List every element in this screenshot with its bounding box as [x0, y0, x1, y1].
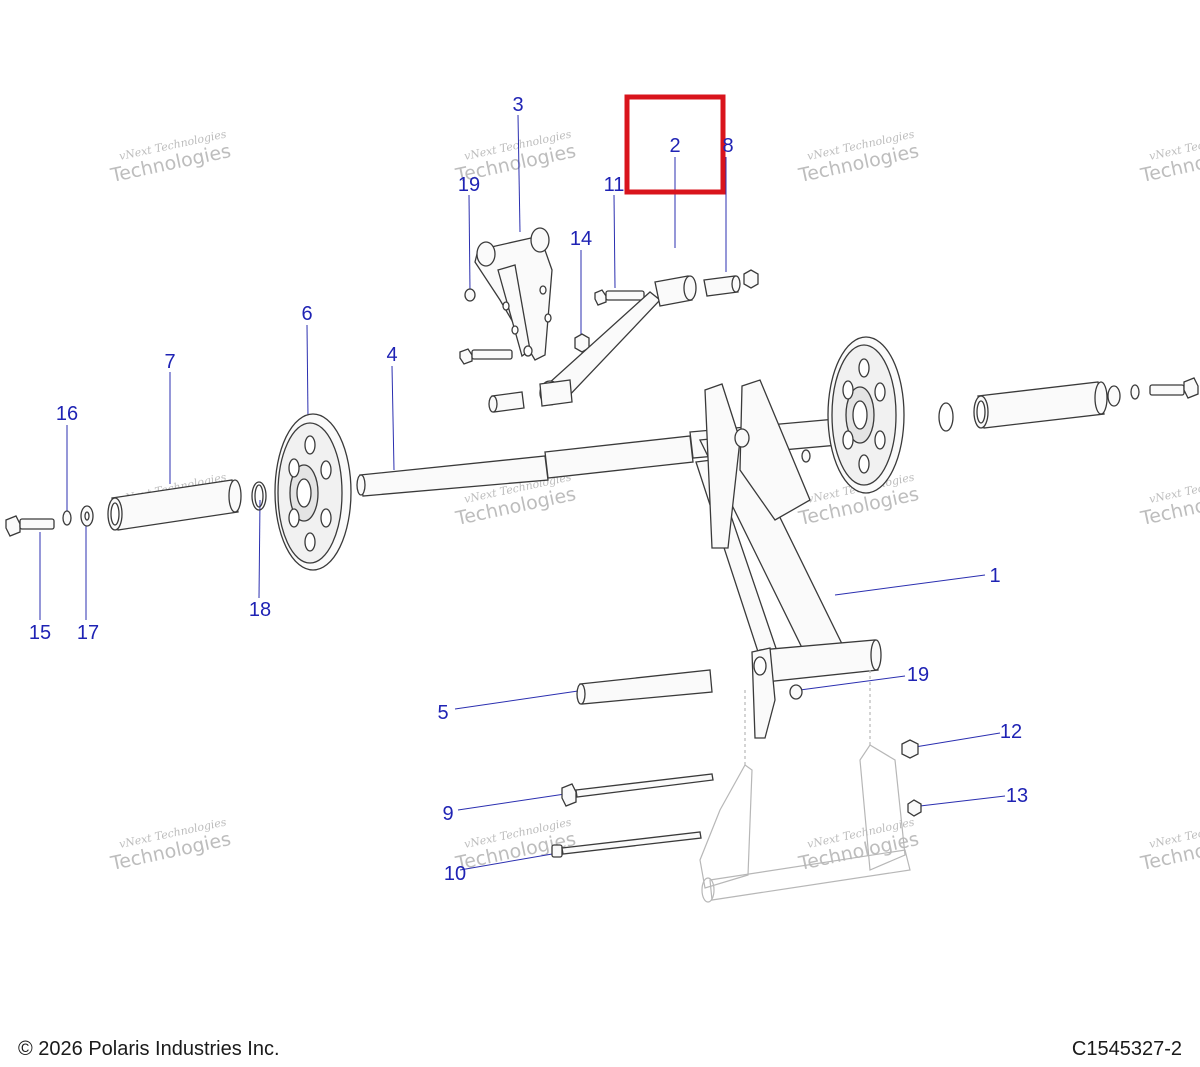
leader-lines — [39, 114, 1006, 871]
part-bolt-15 — [5, 515, 55, 537]
callout-13[interactable]: 13 — [1006, 785, 1028, 807]
part-nut-19-lower — [789, 684, 803, 700]
part-nut-13 — [907, 799, 922, 817]
leader-line-9 — [457, 793, 566, 811]
callout-7[interactable]: 7 — [164, 351, 175, 373]
callout-18[interactable]: 18 — [249, 599, 271, 621]
part-washer-right-small — [1130, 384, 1140, 400]
callout-1[interactable]: 1 — [989, 565, 1000, 587]
leader-line-3 — [517, 114, 521, 233]
part-bolt-11 — [594, 289, 645, 306]
figure-id: C1545327-2 — [1071, 1038, 1182, 1060]
leader-line-13 — [919, 795, 1006, 807]
callout-14[interactable]: 14 — [570, 228, 592, 250]
part-bolt-link — [459, 348, 513, 365]
callout-10[interactable]: 10 — [444, 863, 466, 885]
watermark: vNext Technologies Technologies — [1138, 470, 1200, 530]
part-nut-19-top — [464, 288, 476, 302]
parts — [5, 227, 1199, 903]
part-wheel-6 — [274, 413, 352, 571]
part-washer-16 — [62, 510, 72, 526]
part-pin-tube-5 — [576, 669, 713, 705]
callouts: 1 2 3 8 4 5 6 7 9 10 11 12 13 14 15 16 1… — [29, 94, 1028, 885]
leader-line-19a — [468, 194, 471, 293]
part-bushing-8 — [703, 275, 741, 297]
callout-5[interactable]: 5 — [437, 702, 448, 724]
callout-11[interactable]: 11 — [604, 174, 625, 196]
part-nut-top-right — [743, 269, 759, 289]
leader-line-11 — [613, 194, 616, 289]
callout-17[interactable]: 17 — [77, 622, 99, 644]
watermark: vNext Technologies Technologies — [108, 127, 233, 187]
watermark: vNext Technologies Technologies — [796, 127, 921, 187]
copyright-notice: © 2026 Polaris Industries Inc. — [18, 1038, 280, 1060]
leader-line-10 — [459, 852, 559, 871]
leader-line-5 — [454, 690, 579, 710]
part-frame-outline — [699, 670, 911, 903]
leader-line-18 — [258, 499, 261, 599]
callout-19-top[interactable]: 19 — [458, 174, 480, 196]
part-bolt-right — [1149, 377, 1199, 399]
callout-4[interactable]: 4 — [386, 344, 397, 366]
leader-line-12 — [914, 732, 1001, 748]
leader-line-1 — [834, 574, 986, 596]
callout-19-lower[interactable]: 19 — [907, 664, 929, 686]
leader-line-19b — [799, 675, 906, 691]
callout-8[interactable]: 8 — [722, 135, 733, 157]
highlight-box — [624, 94, 726, 195]
leader-line-4 — [391, 365, 395, 471]
callout-12[interactable]: 12 — [1000, 721, 1022, 743]
part-long-rod-10 — [551, 831, 702, 858]
callout-3[interactable]: 3 — [512, 94, 523, 116]
part-washer-right — [1107, 385, 1121, 407]
part-link-plates-3 — [474, 227, 553, 361]
part-y-arm-2 — [539, 275, 697, 407]
callout-9[interactable]: 9 — [442, 803, 453, 825]
part-bushing-lower — [488, 391, 525, 413]
watermarks: vNext Technologies Technologies vNext Te… — [108, 127, 1200, 875]
leader-line-6 — [306, 324, 309, 419]
watermark: vNext Technologies Technologies — [108, 815, 233, 875]
callout-16[interactable]: 16 — [56, 403, 78, 425]
part-snap-ring-right — [938, 402, 954, 432]
callout-15[interactable]: 15 — [29, 622, 51, 644]
part-spacer-tube-7 — [107, 479, 242, 531]
part-nut-12 — [901, 739, 919, 759]
part-snap-ring-18 — [251, 481, 267, 511]
part-pivot-arm-1 — [695, 379, 882, 739]
watermark: vNext Technologies Technologies — [1138, 815, 1200, 875]
part-long-bolt-9 — [561, 773, 714, 807]
part-spacer-tube-right — [973, 381, 1108, 429]
watermark: vNext Technologies Technologies — [1138, 127, 1200, 187]
callout-6[interactable]: 6 — [301, 303, 312, 325]
part-wheel-right — [827, 336, 905, 494]
callout-2[interactable]: 2 — [669, 135, 680, 157]
